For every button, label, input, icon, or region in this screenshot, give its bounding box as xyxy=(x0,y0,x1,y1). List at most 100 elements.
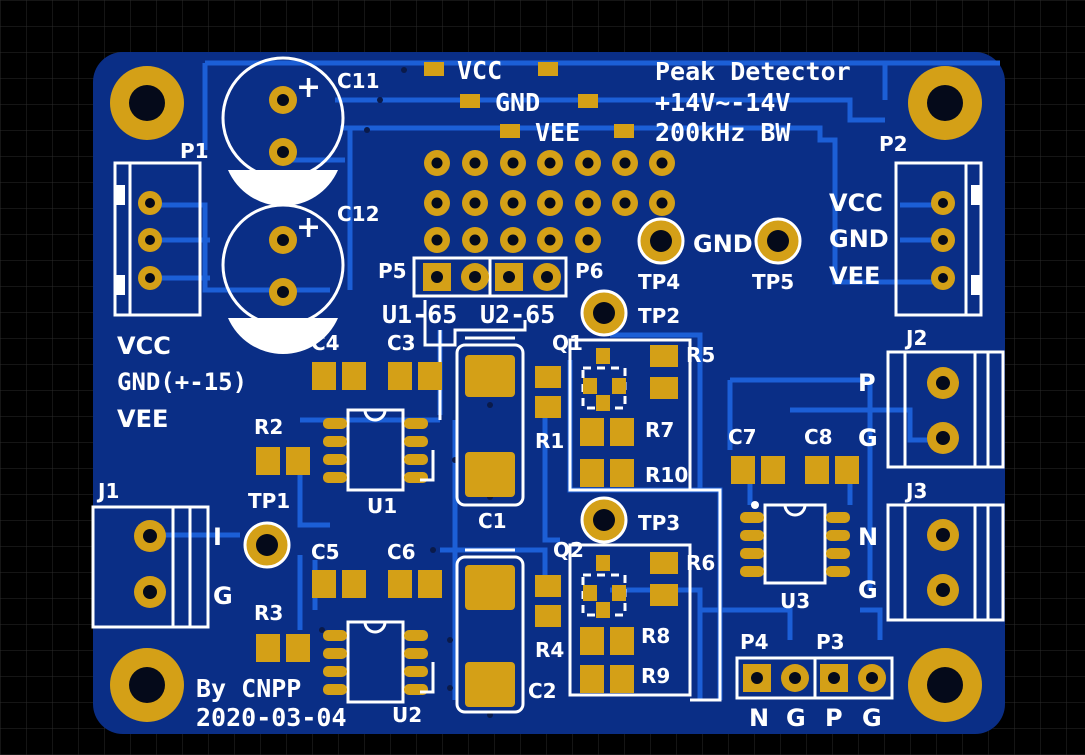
refdes-c11: C11 xyxy=(337,69,380,93)
refdes-c12: C12 xyxy=(337,202,380,226)
smd-part-c4 xyxy=(312,362,366,390)
refdes-c2: C2 xyxy=(528,679,557,703)
refdes-p2: P2 xyxy=(879,132,908,156)
smd-part-c8 xyxy=(805,456,859,484)
test-point-tp4 xyxy=(637,217,685,265)
p3-label-p: P xyxy=(825,704,843,732)
refdes-p5: P5 xyxy=(378,259,407,283)
refdes-c6: C6 xyxy=(387,540,416,564)
refdes-j2: J2 xyxy=(904,326,927,350)
date-label: 2020-03-04 xyxy=(196,703,347,732)
header-pin xyxy=(649,150,675,176)
jumpers-p5-p6 xyxy=(412,256,568,347)
smd-part-r8 xyxy=(580,627,634,655)
supply-note-gnd: GND(+-15) xyxy=(117,368,247,396)
smd-part-r1 xyxy=(535,366,561,418)
refdes-r1: R1 xyxy=(535,429,564,453)
refdes-j1: J1 xyxy=(96,479,119,503)
connector-p2 xyxy=(894,161,983,317)
refdes-q2: Q2 xyxy=(553,538,584,562)
silkscreen-text: + + VCC GND VEE Peak Detector +14V~-14V … xyxy=(96,56,927,732)
header-pin xyxy=(500,190,526,216)
p4-label-g: G xyxy=(786,704,806,732)
p3-label-g: G xyxy=(862,704,882,732)
header-pin xyxy=(575,227,601,253)
header-pin xyxy=(424,150,450,176)
title-line-3: 200kHz BW xyxy=(655,118,791,147)
header-pin xyxy=(537,190,563,216)
tp4-gnd-label: GND xyxy=(693,230,753,258)
header-pin xyxy=(500,227,526,253)
header-pin xyxy=(537,227,563,253)
rail-label-vcc: VCC xyxy=(457,56,502,85)
refdes-r8: R8 xyxy=(641,624,670,648)
smd-part-c6 xyxy=(388,570,442,598)
header-pin xyxy=(424,227,450,253)
refdes-tp2: TP2 xyxy=(638,304,680,328)
smd-part-r7 xyxy=(580,418,634,446)
header-pin xyxy=(462,190,488,216)
header-pin xyxy=(500,150,526,176)
smd-part-r5 xyxy=(650,345,678,399)
refdes-c1: C1 xyxy=(478,509,507,533)
header-pin-grid xyxy=(424,150,675,253)
refdes-p1: P1 xyxy=(180,139,209,163)
connector-p1 xyxy=(113,161,202,317)
connector-j3 xyxy=(886,503,1005,622)
j1-label-g: G xyxy=(213,582,233,610)
header-pin xyxy=(462,150,488,176)
refdes-r10: R10 xyxy=(645,463,688,487)
smd-part-r4 xyxy=(535,575,561,627)
smd-two-pad-parts xyxy=(256,345,859,693)
capacitor-c11 xyxy=(221,56,345,207)
smd-part-c5 xyxy=(312,570,366,598)
j1-label-i: I xyxy=(213,523,222,551)
connector-j2 xyxy=(886,350,1005,469)
refdes-p3: P3 xyxy=(816,630,845,654)
refdes-r3: R3 xyxy=(254,601,283,625)
smd-part-c3 xyxy=(388,362,442,390)
j2-label-p: P xyxy=(858,369,876,397)
p2-label-vcc: VCC xyxy=(829,189,883,217)
j2-label-g: G xyxy=(858,424,878,452)
test-point-tp3 xyxy=(580,496,628,544)
refdes-j3: J3 xyxy=(904,479,927,503)
smd-part-r9 xyxy=(580,665,634,693)
smd-part-r6 xyxy=(650,552,678,606)
rail-marker-pads xyxy=(424,62,634,138)
refdes-tp1: TP1 xyxy=(248,489,290,513)
header-pin xyxy=(575,190,601,216)
jumper-label-u2: U2-65 xyxy=(480,300,555,329)
author-label: By CNPP xyxy=(196,674,301,703)
mounting-hole-bottom-left xyxy=(110,648,184,722)
j3-label-g: G xyxy=(858,576,878,604)
capacitor-c2 xyxy=(455,548,525,714)
test-point-tp5 xyxy=(754,217,802,265)
refdes-r4: R4 xyxy=(535,638,564,662)
refdes-tp5: TP5 xyxy=(752,270,794,294)
c11-plus-mark: + xyxy=(296,70,321,105)
component-outlines xyxy=(438,330,722,702)
smd-part-r10 xyxy=(580,459,634,487)
headers-p4-p3 xyxy=(735,656,894,700)
refdes-c8: C8 xyxy=(804,425,833,449)
mounting-hole-bottom-right xyxy=(908,648,982,722)
supply-note-vee: VEE xyxy=(117,405,168,433)
refdes-tp4: TP4 xyxy=(638,270,680,294)
refdes-q1: Q1 xyxy=(552,331,583,355)
jumper-label-u1: U1-65 xyxy=(382,300,457,329)
capacitor-c12 xyxy=(221,203,345,355)
smd-part-r2 xyxy=(256,447,310,475)
p4-label-n: N xyxy=(749,704,769,732)
smd-part-r3 xyxy=(256,634,310,662)
test-point-tp2 xyxy=(580,289,628,337)
capacitor-c1 xyxy=(455,336,525,507)
supply-note-vcc: VCC xyxy=(117,332,171,360)
refdes-c7: C7 xyxy=(728,425,757,449)
refdes-r5: R5 xyxy=(686,343,715,367)
header-pin xyxy=(424,190,450,216)
rail-label-vee: VEE xyxy=(535,118,580,147)
header-pin xyxy=(537,150,563,176)
